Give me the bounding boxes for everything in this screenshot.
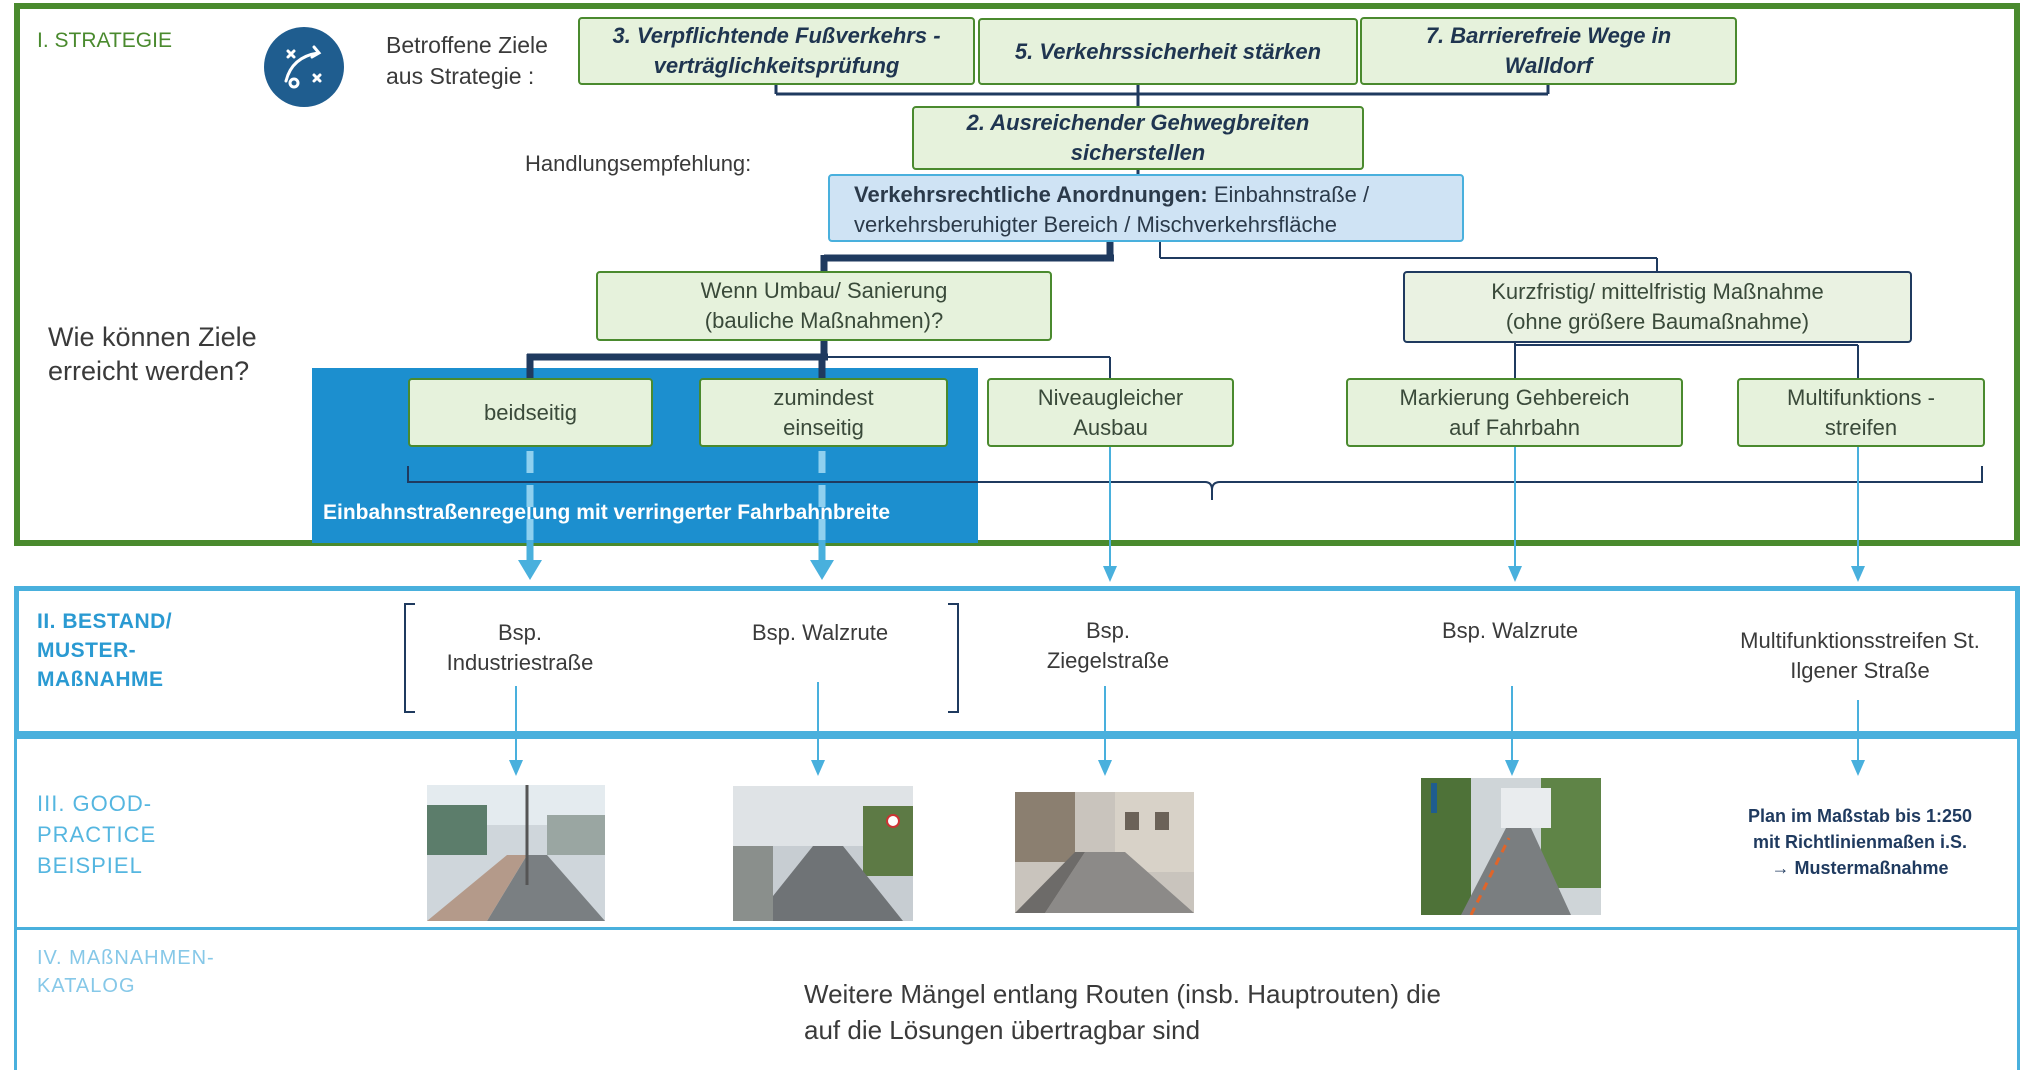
goal-box-3: 3. Verpflichtende Fußverkehrs - verträgl…: [578, 17, 975, 85]
plan-text: Plan im Maßstab bis 1:250 mit Richtlinie…: [1747, 806, 1973, 878]
section-label-massnahmen: IV. MAßNAHMEN- KATALOG: [37, 947, 215, 997]
recommendation-box: Verkehrsrechtliche Anordnungen: Einbahns…: [828, 174, 1464, 242]
branch-kurzfristig-box: Kurzfristig/ mittelfristig Maßnahme (ohn…: [1403, 271, 1912, 343]
example-industriestrasse: Bsp. Industriestraße: [446, 620, 594, 675]
catalog-frame: [14, 930, 2020, 1070]
section-label-good-practice: III. GOOD- PRACTICE BEISPIEL: [37, 791, 157, 878]
handlungsempfehlung-label: Handlungsempfehlung:: [525, 151, 752, 176]
photo-ziegelstrasse: [1015, 792, 1194, 913]
section-label-bestand: II. BESTAND/ MUSTER- MAßNAHME: [37, 610, 173, 691]
option-beidseitig: beidseitig: [408, 378, 653, 447]
betroffene-ziele-label: Betroffene Ziele aus Strategie :: [386, 32, 548, 89]
example-walzrute-2: Bsp. Walzrute: [1441, 618, 1579, 643]
photo-walzrute-2: [1421, 778, 1601, 915]
goal-box-7: 7. Barrierefreie Wege in Walldorf: [1360, 17, 1737, 85]
catalog-text: Weitere Mängel entlang Routen (insb. Hau…: [804, 979, 1441, 1045]
option-markierung-gehbereich: Markierung Gehbereich auf Fahrbahn: [1346, 378, 1683, 447]
option-niveaugleicher-ausbau: Niveaugleicher Ausbau: [987, 378, 1234, 447]
branch-umbau-box: Wenn Umbau/ Sanierung (bauliche Maßnahme…: [596, 271, 1052, 341]
bestand-frame: [14, 586, 2020, 736]
photo-walzrute-1: [733, 786, 913, 921]
example-walzrute-1: Bsp. Walzrute: [751, 620, 889, 645]
strategie-frame: [14, 3, 2020, 546]
good-practice-frame: [14, 736, 2020, 930]
option-multifunktionsstreifen: Multifunktions - streifen: [1737, 378, 1985, 447]
recommendation-bold: Verkehrsrechtliche Anordnungen:: [854, 182, 1208, 207]
example-ziegelstrasse: Bsp. Ziegelstraße: [1046, 618, 1170, 673]
section-label-strategie: I. STRATEGIE: [37, 29, 172, 52]
photo-industriestrasse: [427, 785, 605, 921]
example-multifunktionsstreifen: Multifunktionsstreifen St. Ilgener Straß…: [1740, 628, 1980, 683]
einbahn-label: Einbahnstraßenregelung mit verringerter …: [323, 501, 891, 524]
goal-box-2: 2. Ausreichender Gehwegbreiten sicherste…: [912, 106, 1364, 170]
option-zumindest-einseitig: zumindest einseitig: [699, 378, 948, 447]
question-text: Wie können Ziele erreicht werden?: [48, 322, 257, 386]
strategy-icon: [264, 27, 344, 107]
goal-box-5: 5. Verkehrssicherheit stärken: [978, 18, 1358, 85]
